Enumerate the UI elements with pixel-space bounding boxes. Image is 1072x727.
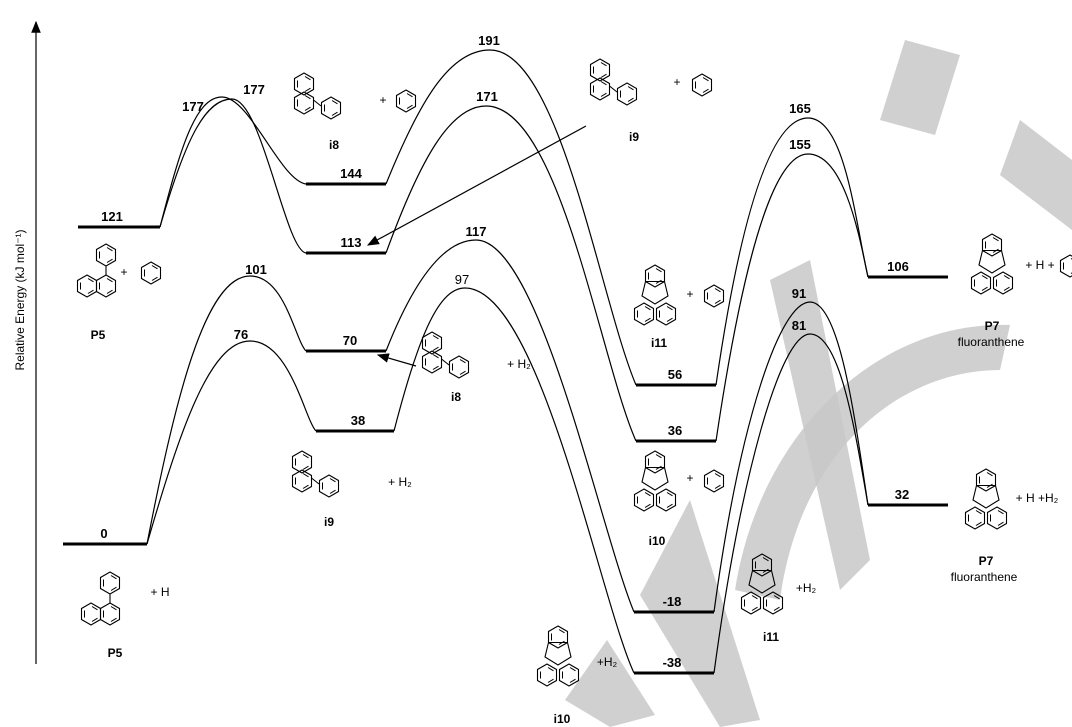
- structure-i10-mid: [635, 451, 676, 511]
- barrier-91: 91: [792, 286, 806, 301]
- curve-ts171: [385, 105, 637, 442]
- curve-ts177a: [159, 96, 307, 228]
- barrier-177b: 177: [243, 82, 265, 97]
- value-144: 144: [340, 166, 362, 181]
- label-P7-top: P7: [985, 319, 1000, 333]
- structure-P5-bottom: [82, 572, 120, 625]
- plus-H-plus: + H +: [1025, 258, 1054, 272]
- barrier-117: 117: [466, 224, 487, 239]
- structure-i9-top: [591, 59, 637, 105]
- plus-H-plus-H2: + H +H₂: [1016, 491, 1059, 505]
- value-minus38: -38: [663, 655, 682, 670]
- structure-i10-bottom: [538, 626, 579, 686]
- plus-H2-i10: +H₂: [597, 655, 618, 669]
- label-i8-top: i8: [329, 138, 339, 152]
- curve-ts191: [385, 49, 637, 386]
- value-56: 56: [668, 367, 682, 382]
- structure-benzene-i9-top: [691, 73, 713, 97]
- barrier-177a: 177: [182, 99, 204, 114]
- structure-benzene-P7-top: [1059, 254, 1072, 278]
- curve-ts81: [713, 333, 869, 674]
- value-121: 121: [101, 209, 123, 224]
- plus-i9-top: +: [673, 75, 680, 89]
- curve-ts91: [713, 301, 869, 613]
- value-70: 70: [343, 333, 357, 348]
- plus-H-P5: + H: [150, 585, 169, 599]
- barrier-101: 101: [245, 262, 267, 277]
- curve-ts155: [715, 153, 869, 442]
- label-fluoranthene-top: fluoranthene: [958, 335, 1025, 349]
- barrier-97: 97: [455, 272, 469, 287]
- structure-phenyl-top: [140, 261, 162, 285]
- curve-ts177b: [159, 98, 307, 254]
- label-P5-top: P5: [91, 328, 106, 342]
- structure-i8-top: [295, 73, 341, 119]
- plus-H2-i8: + H₂: [507, 357, 531, 371]
- value-0: 0: [100, 526, 107, 541]
- plus-i8-top: +: [379, 93, 386, 107]
- value-minus18: -18: [663, 594, 682, 609]
- plus-i10-mid: +: [686, 471, 693, 485]
- label-i11-bottom: i11: [763, 630, 779, 644]
- y-axis-label: Relative Energy (kJ mol⁻¹): [13, 229, 27, 370]
- plus-P5-top: +: [120, 265, 127, 279]
- structure-P5-top: [78, 244, 116, 297]
- arrow-to-70: [376, 353, 417, 367]
- curve-ts97: [393, 287, 635, 674]
- structure-benzene-i8-top: [395, 89, 417, 113]
- plus-H2-i11: +H₂: [796, 581, 817, 595]
- label-i9-mid: i9: [324, 515, 334, 529]
- value-32: 32: [895, 487, 909, 502]
- arrow-to-113: [366, 125, 587, 246]
- value-36: 36: [668, 423, 682, 438]
- curve-ts101: [146, 275, 307, 545]
- value-38: 38: [351, 413, 365, 428]
- label-P7-bottom: P7: [979, 554, 994, 568]
- label-i10-mid: i10: [649, 534, 666, 548]
- plus-H2-i9: + H₂: [388, 475, 412, 489]
- value-106: 106: [887, 259, 909, 274]
- barrier-165: 165: [789, 101, 811, 116]
- label-i10-bottom: i10: [554, 712, 571, 726]
- barrier-76: 76: [234, 327, 248, 342]
- label-fluoranthene-bottom: fluoranthene: [951, 570, 1018, 584]
- plus-i11-top: +: [686, 287, 693, 301]
- structure-i8-mid: [423, 332, 469, 378]
- structure-i11-top: [635, 265, 676, 325]
- value-113: 113: [341, 235, 362, 250]
- curve-ts117: [385, 239, 635, 613]
- barrier-191: 191: [478, 33, 500, 48]
- curve-ts165: [715, 117, 869, 386]
- label-i9-top: i9: [629, 130, 639, 144]
- structure-P7-bottom: [966, 469, 1007, 529]
- structure-benzene-i10-mid: [703, 469, 725, 493]
- structure-i9-mid: [293, 451, 339, 497]
- barrier-155: 155: [789, 137, 811, 152]
- structure-benzene-i11-top: [703, 284, 725, 308]
- label-i8-mid: i8: [451, 390, 461, 404]
- curve-ts76: [146, 340, 317, 545]
- structure-P7-top: [972, 234, 1013, 294]
- label-P5-bottom: P5: [108, 646, 123, 660]
- barrier-81: 81: [792, 318, 806, 333]
- label-i11-top: i11: [651, 336, 667, 350]
- barrier-171: 171: [476, 89, 498, 104]
